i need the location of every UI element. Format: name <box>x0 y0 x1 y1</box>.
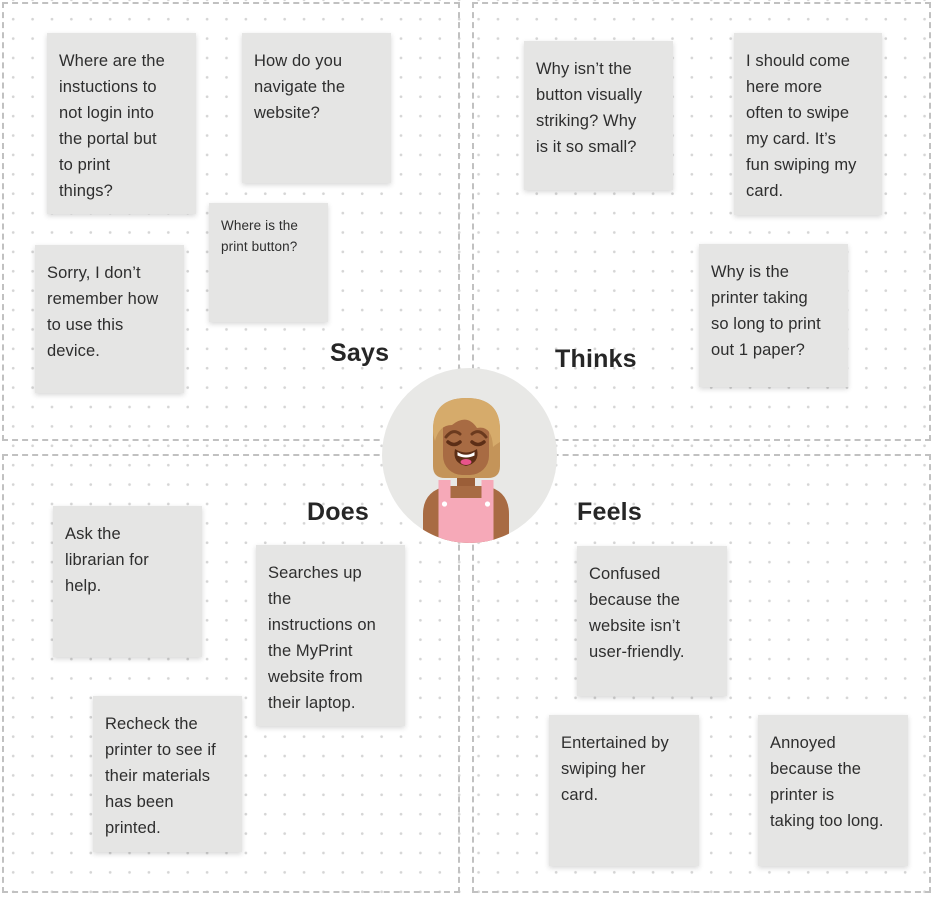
persona-woman-icon <box>382 368 557 543</box>
quadrant-does <box>2 454 460 893</box>
quadrant-feels <box>472 454 931 893</box>
sticky-note-thinks-3[interactable]: Why is the printer taking so long to pri… <box>699 244 848 387</box>
persona-avatar <box>382 368 557 543</box>
sticky-note-feels-2[interactable]: Entertained by swiping her card. <box>549 715 699 866</box>
quadrant-says <box>2 2 460 441</box>
sticky-note-thinks-2[interactable]: I should come here more often to swipe m… <box>734 33 882 215</box>
quadrant-label-says: Says <box>330 339 390 367</box>
sticky-note-feels-1[interactable]: Confused because the website isn’t user-… <box>577 546 727 696</box>
sticky-note-says-2[interactable]: How do you navigate the website? <box>242 33 391 183</box>
quadrant-thinks <box>472 2 931 441</box>
sticky-note-says-3[interactable]: Where is the print button? <box>209 203 328 322</box>
sticky-note-does-3[interactable]: Recheck the printer to see if their mate… <box>93 696 242 852</box>
sticky-note-does-2[interactable]: Searches up the instructions on the MyPr… <box>256 545 405 726</box>
quadrant-label-feels: Feels <box>577 498 642 526</box>
sticky-note-says-4[interactable]: Sorry, I don’t remember how to use this … <box>35 245 184 393</box>
quadrant-label-thinks: Thinks <box>555 345 637 373</box>
quadrant-label-does: Does <box>307 498 369 526</box>
sticky-note-does-1[interactable]: Ask the librarian for help. <box>53 506 202 657</box>
sticky-note-says-1[interactable]: Where are the instuctions to not login i… <box>47 33 196 214</box>
sticky-note-thinks-1[interactable]: Why isn’t the button visually striking? … <box>524 41 673 190</box>
sticky-note-feels-3[interactable]: Annoyed because the printer is taking to… <box>758 715 908 866</box>
